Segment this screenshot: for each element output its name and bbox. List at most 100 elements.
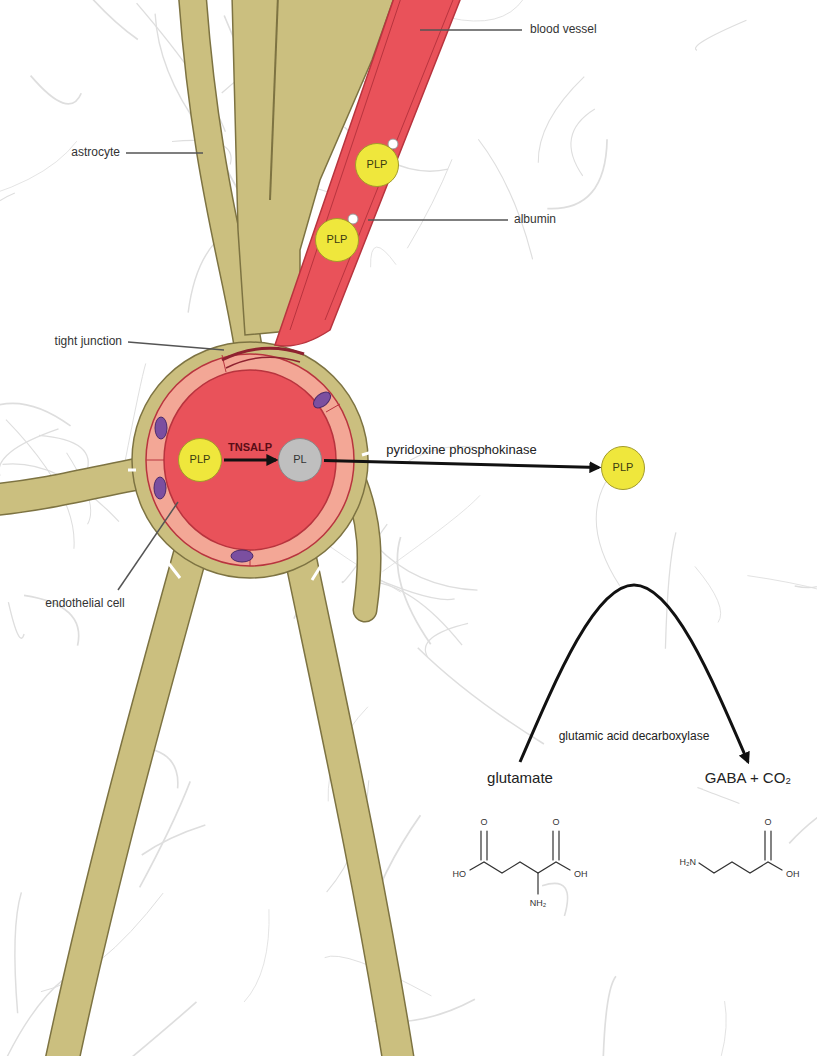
texture-fiber — [0, 141, 77, 205]
node-text: GABA + CO₂ — [705, 769, 791, 787]
endothelial-cell-border — [146, 355, 340, 566]
texture-fiber — [596, 482, 620, 586]
glutamate-skeleton — [470, 862, 570, 873]
texture-fiber — [371, 247, 396, 267]
molecule-circle: PLP — [178, 438, 222, 482]
texture-fiber — [140, 781, 191, 887]
gaba-skeleton — [699, 862, 782, 873]
texture-fiber — [15, 892, 22, 1013]
texture-fiber — [0, 193, 15, 323]
amine-bond — [537, 873, 538, 894]
texture-fiber — [747, 576, 817, 611]
part-label: tight junction — [55, 335, 122, 349]
nucleus — [155, 417, 167, 439]
texture-fiber — [397, 537, 430, 644]
node-text: glutamate — [487, 769, 553, 787]
node-text: PLP — [613, 461, 634, 474]
leader-lines — [118, 30, 522, 590]
nucleus — [154, 477, 166, 499]
leader-line — [420, 29, 522, 31]
texture-fiber — [603, 976, 616, 1056]
texture-fiber — [407, 159, 452, 248]
part-label: astrocyte — [71, 146, 120, 160]
part-label: albumin — [514, 213, 556, 227]
atom-label: H₂N — [680, 857, 697, 867]
nucleus — [310, 389, 333, 411]
compound-name: GABA + CO₂ — [700, 766, 797, 790]
molecule-circle: PLP — [355, 143, 399, 187]
texture-fiber — [571, 109, 595, 176]
atom-label: OH — [786, 869, 800, 879]
endothelium — [146, 354, 354, 566]
atom-label: NH₂ — [530, 898, 547, 908]
texture-fiber — [449, 0, 523, 21]
texture-fiber — [0, 403, 71, 426]
astrocyte-outline — [60, 555, 190, 1056]
vessel-wall — [290, 0, 455, 330]
texture-fiber — [0, 429, 58, 476]
part-label: endothelial cell — [45, 597, 124, 611]
astrocyte-process — [60, 555, 190, 1056]
texture-fiber — [29, 0, 138, 39]
reaction-label: glutamic acid decarboxylase — [559, 730, 710, 744]
texture-fiber — [418, 648, 544, 744]
astrocyte-outline — [300, 555, 400, 1056]
texture-fiber — [547, 139, 607, 208]
molecule-circle: PLP — [601, 446, 645, 490]
compound-name: glutamate — [482, 766, 558, 790]
astrocyte-sprout — [270, 0, 278, 200]
leader-line — [118, 502, 178, 590]
leader-line — [126, 152, 203, 154]
texture-fiber — [244, 909, 269, 1002]
texture-fiber — [795, 558, 817, 588]
texture-fiber — [478, 139, 532, 259]
molecule-circle: PLP — [315, 218, 359, 262]
leader-line — [368, 219, 508, 221]
texture-fiber — [142, 825, 206, 855]
node-text: PL — [293, 453, 306, 466]
node-text: PLP — [190, 453, 211, 466]
double-bond — [553, 831, 559, 860]
reaction-label: pyridoxine phosphokinase — [386, 443, 536, 458]
part-label: blood vessel — [530, 23, 597, 37]
molecule-circle: PL — [278, 438, 322, 482]
enzyme-label: TNSALP — [228, 441, 272, 454]
structure-bonds — [470, 831, 782, 894]
astrocyte-process — [300, 555, 400, 1056]
atom-label: OH — [574, 869, 588, 879]
double-bond — [765, 831, 771, 860]
double-bond — [481, 831, 487, 860]
texture-fiber — [129, 1002, 197, 1056]
texture-fiber — [538, 77, 584, 163]
atom-label: HO — [453, 869, 467, 879]
nucleus — [231, 550, 253, 562]
texture-fiber — [376, 546, 478, 591]
reaction-arrow — [324, 461, 599, 468]
texture-fiber — [694, 1001, 726, 1056]
capillary-lumen — [164, 370, 336, 550]
blood-vessel — [275, 0, 462, 346]
atom-label: O — [764, 817, 771, 827]
reaction-arc — [520, 585, 748, 762]
tight-junction — [222, 348, 304, 360]
texture-fiber — [698, 787, 740, 803]
node-text: PLP — [367, 158, 388, 171]
texture-fiber — [695, 566, 721, 622]
texture-fiber — [31, 76, 82, 104]
node-text: PLP — [327, 233, 348, 246]
tight-junction — [226, 357, 300, 368]
atom-label: O — [480, 817, 487, 827]
atom-label: O — [552, 817, 559, 827]
texture-fiber — [695, 20, 746, 50]
reaction-arrow — [224, 459, 276, 462]
leader-line — [128, 342, 224, 350]
connectors — [224, 460, 748, 762]
texture-fiber — [665, 532, 675, 648]
nuclei — [154, 389, 334, 562]
texture-fiber — [8, 602, 24, 638]
